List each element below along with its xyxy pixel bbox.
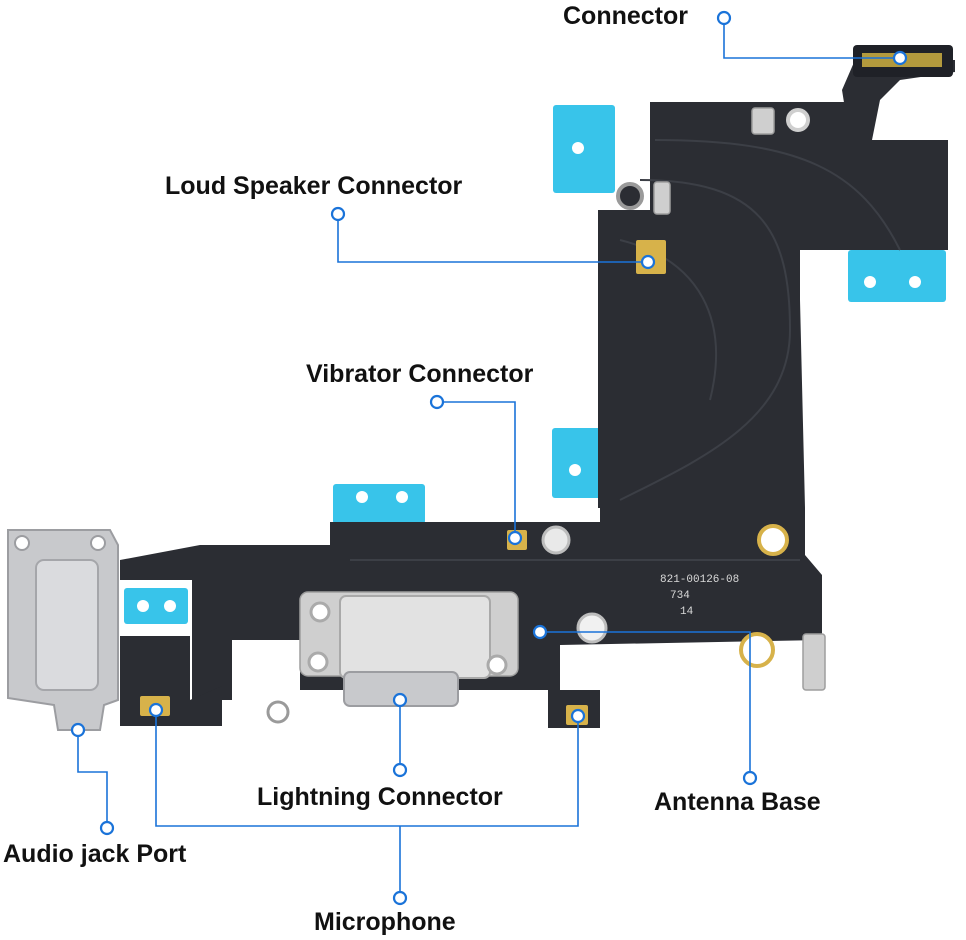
hole-6 (396, 491, 408, 503)
trace-2 (619, 179, 792, 501)
metal-tabs (653, 107, 826, 691)
label-lightning-connector: Lightning Connector (257, 783, 503, 811)
lightning-screw-left2 (307, 651, 329, 673)
upper-panel (598, 102, 948, 508)
leader-vibrator (437, 401, 516, 538)
ring-gold (757, 524, 789, 556)
audio-jack-ear-left (14, 535, 30, 551)
dot-connector-target (892, 50, 908, 66)
lightning-port (299, 591, 519, 707)
hole-8 (164, 600, 176, 612)
dot-vibrator-label (429, 394, 445, 410)
dot-audio-label (99, 820, 115, 836)
hole-1 (572, 142, 584, 154)
audio-jack-housing (7, 529, 119, 731)
dot-antenna-target (532, 624, 548, 640)
board-part-number: 821-00126-08 (660, 574, 739, 586)
leader-microphone-right (400, 716, 579, 827)
label-microphone: Microphone (314, 908, 456, 936)
ring-antenna (739, 632, 775, 668)
left-strip (120, 545, 200, 580)
ring-top (786, 108, 810, 132)
tape-left (124, 588, 188, 624)
dot-antenna-label (742, 770, 758, 786)
tape-small-top (333, 484, 425, 524)
label-vibrator-connector: Vibrator Connector (306, 360, 534, 388)
ring-bottom (266, 700, 290, 724)
callout-labels: Connector Loud Speaker Connector Vibrato… (3, 2, 821, 936)
label-audio-jack-port: Audio jack Port (3, 840, 187, 868)
tape-holes (137, 142, 921, 612)
trace-1 (654, 139, 901, 251)
hole-2 (864, 276, 876, 288)
dot-mic-label (392, 890, 408, 906)
dot-connector-label (716, 10, 732, 26)
leader-microphone-left (155, 710, 400, 827)
tape-top-left (553, 105, 615, 193)
tab-top (751, 107, 775, 135)
ring-mid (541, 525, 571, 555)
flex-cable-assembly: 821-00126-08 734 14 (7, 45, 955, 731)
ribbon-to-connector (842, 60, 955, 250)
ring-center (576, 612, 608, 644)
leader-audio-jack (77, 730, 108, 828)
hole-3 (909, 276, 921, 288)
adhesive-tapes (124, 105, 946, 624)
label-connector: Connector (563, 2, 688, 30)
screw-holes (266, 108, 810, 724)
dot-mic-target-right (570, 708, 586, 724)
ring-speaker (616, 182, 644, 210)
tab-right (802, 633, 826, 691)
dot-audio-target (70, 722, 86, 738)
tab-mid (653, 181, 671, 215)
dot-lightning-target (392, 692, 408, 708)
label-antenna-base: Antenna Base (654, 788, 821, 816)
hole-5 (356, 491, 368, 503)
dot-speaker-target (640, 254, 656, 270)
leader-antenna (540, 631, 751, 778)
dot-vibrator-target (507, 530, 523, 546)
tape-top-right (848, 250, 946, 302)
dot-mic-target-left (148, 702, 164, 718)
leader-loud-speaker (337, 214, 648, 263)
tape-mid-left (552, 428, 602, 498)
hole-7 (137, 600, 149, 612)
audio-jack-ear-right (90, 535, 106, 551)
lightning-screw-right (486, 654, 508, 676)
leader-connector (723, 18, 900, 59)
audio-jack-face (35, 559, 99, 691)
lightning-body (339, 595, 491, 679)
hole-4 (569, 464, 581, 476)
dot-lightning-label (392, 762, 408, 778)
leader-lines (77, 18, 900, 898)
label-dots (70, 10, 908, 906)
lightning-screw-left (309, 601, 331, 623)
dot-speaker-label (330, 206, 346, 222)
board-marking-2: 734 (670, 590, 690, 602)
label-loud-speaker-connector: Loud Speaker Connector (165, 172, 463, 200)
board-marking-3: 14 (680, 606, 694, 618)
